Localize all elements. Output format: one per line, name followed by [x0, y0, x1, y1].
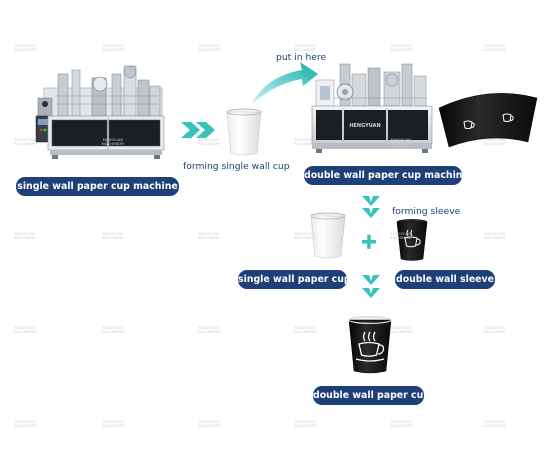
forming-single-wall-cup-caption: forming single wall cup	[183, 161, 290, 172]
forming-single-wall-cup-image	[226, 108, 262, 156]
single-wall-cup-label: single wall paper cup	[238, 270, 351, 289]
double-chevron-down-icon-2	[362, 275, 380, 298]
single-wall-cup-image	[310, 212, 346, 259]
forming-sleeve-caption: forming sleeve	[392, 206, 461, 217]
sleeve-blank-image	[438, 93, 538, 148]
double-chevron-right-icon	[181, 122, 215, 138]
coffee-cup-icon	[404, 229, 421, 248]
single-wall-machine-image	[35, 65, 165, 159]
double-chevron-down-icon-1	[362, 196, 380, 218]
double-wall-machine-label: double wall paper cup machine	[304, 166, 469, 185]
single-wall-machine-label: single wall paper cup machine	[16, 177, 179, 196]
curved-arrow-icon	[252, 62, 318, 104]
plus-icon	[362, 234, 376, 249]
machine-brand-text: HENGYUAN	[349, 123, 380, 129]
double-wall-cup-image	[348, 316, 392, 374]
double-wall-sleeve-label: double wall sleeve	[395, 270, 495, 289]
double-wall-cup-label: double wall paper cup	[313, 386, 430, 405]
put-in-here-caption: put in here	[276, 52, 327, 63]
double-wall-machine-image	[311, 63, 433, 153]
double-wall-sleeve-image	[396, 219, 428, 261]
coffee-cup-icon-large	[355, 331, 385, 362]
